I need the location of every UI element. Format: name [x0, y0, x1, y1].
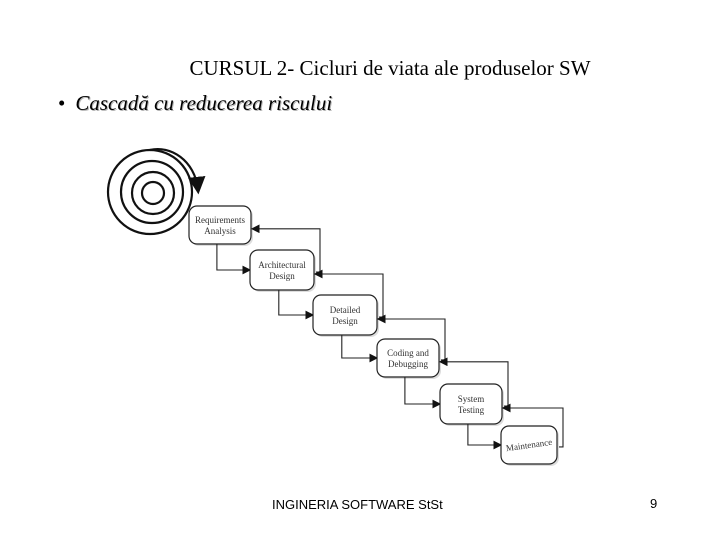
footer-text: INGINERIA SOFTWARE StSt	[272, 497, 443, 512]
stage-box	[439, 383, 503, 425]
stage-label-line1: System	[458, 394, 485, 404]
stage-label-line2: Design	[269, 271, 295, 281]
stage-box	[376, 338, 440, 378]
stage-forward-arrow	[341, 335, 379, 363]
stage-feedback-arrow	[501, 403, 564, 448]
stage-label-line1: Coding and	[387, 348, 429, 358]
stage-group: RequirementsAnalysisArchitecturalDesignD…	[188, 205, 564, 466]
bullet-dot-icon: •	[58, 91, 66, 115]
stage-box	[500, 425, 558, 465]
stage-label-line1: Architectural	[258, 260, 306, 270]
stage-forward-arrow	[404, 377, 442, 409]
stage-label-line1: Requirements	[195, 215, 245, 225]
stage-label-line2: Debugging	[388, 359, 428, 369]
stage-label-line2: Testing	[458, 405, 485, 415]
stage-box	[312, 294, 378, 336]
bullet-item: • Cascadă cu reducerea riscului	[58, 91, 332, 116]
stage-label-line1: Detailed	[330, 305, 361, 315]
stage-forward-arrow	[278, 290, 315, 320]
spiral-icon	[106, 147, 206, 236]
stage-label-line2: Design	[332, 316, 358, 326]
stage-box	[188, 205, 252, 245]
page-number: 9	[650, 496, 658, 511]
stage-label-line2: Analysis	[204, 226, 236, 236]
bullet-text: Cascadă cu reducerea riscului	[75, 91, 333, 115]
slide-title: CURSUL 2- Cicluri de viata ale produselo…	[189, 56, 591, 80]
stage-box	[249, 249, 315, 291]
stage-forward-arrow	[467, 424, 503, 450]
stage-forward-arrow	[216, 244, 252, 275]
